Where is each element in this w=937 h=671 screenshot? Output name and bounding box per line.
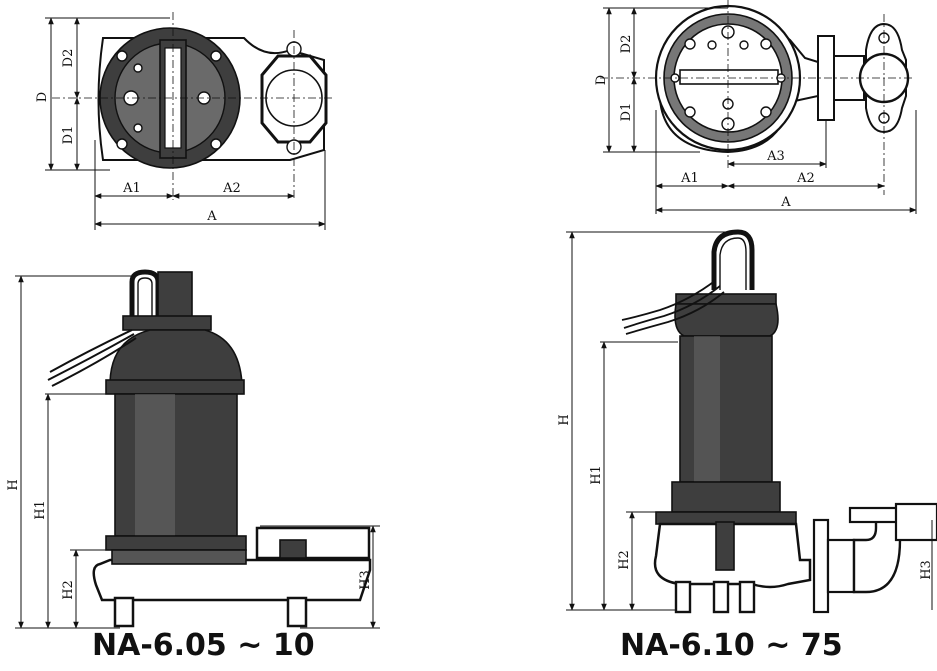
left-dim-h2: H2 <box>61 580 76 600</box>
right-dim-d1: D1 <box>619 103 634 122</box>
left-dim-h: H <box>6 479 21 490</box>
right-dim-h2: H2 <box>617 550 632 570</box>
left-dim-d1: D1 <box>61 126 76 145</box>
right-model-label: NA-6.10 ~ 75 <box>620 628 843 663</box>
left-model-label: NA-6.05 ~ 10 <box>92 628 315 663</box>
left-dim-d: D <box>35 92 50 102</box>
right-top-view: D D2 D1 A1 A2 A3 A <box>594 0 917 214</box>
left-dim-h1: H1 <box>33 500 48 520</box>
left-dim-a2: A2 <box>222 181 241 196</box>
right-dim-a: A <box>780 195 791 210</box>
right-dim-d2: D2 <box>619 35 634 54</box>
left-dim-d2: D2 <box>61 49 76 68</box>
right-dim-a1: A1 <box>680 171 699 186</box>
left-top-view: D D2 D1 A1 A2 A <box>35 12 335 230</box>
right-dim-h3: H3 <box>919 560 934 580</box>
right-dim-h: H <box>557 414 572 425</box>
left-dim-h3: H3 <box>358 570 373 590</box>
right-dim-a2: A2 <box>796 171 815 186</box>
right-side-view: H H1 H2 H3 <box>557 229 937 614</box>
left-dim-a1: A1 <box>122 181 141 196</box>
right-dim-a3: A3 <box>766 149 785 164</box>
left-side-view: H H1 H2 H3 <box>6 269 380 629</box>
right-dim-d: D <box>594 75 609 85</box>
left-dim-a: A <box>206 209 217 224</box>
right-dim-h1: H1 <box>589 465 604 485</box>
